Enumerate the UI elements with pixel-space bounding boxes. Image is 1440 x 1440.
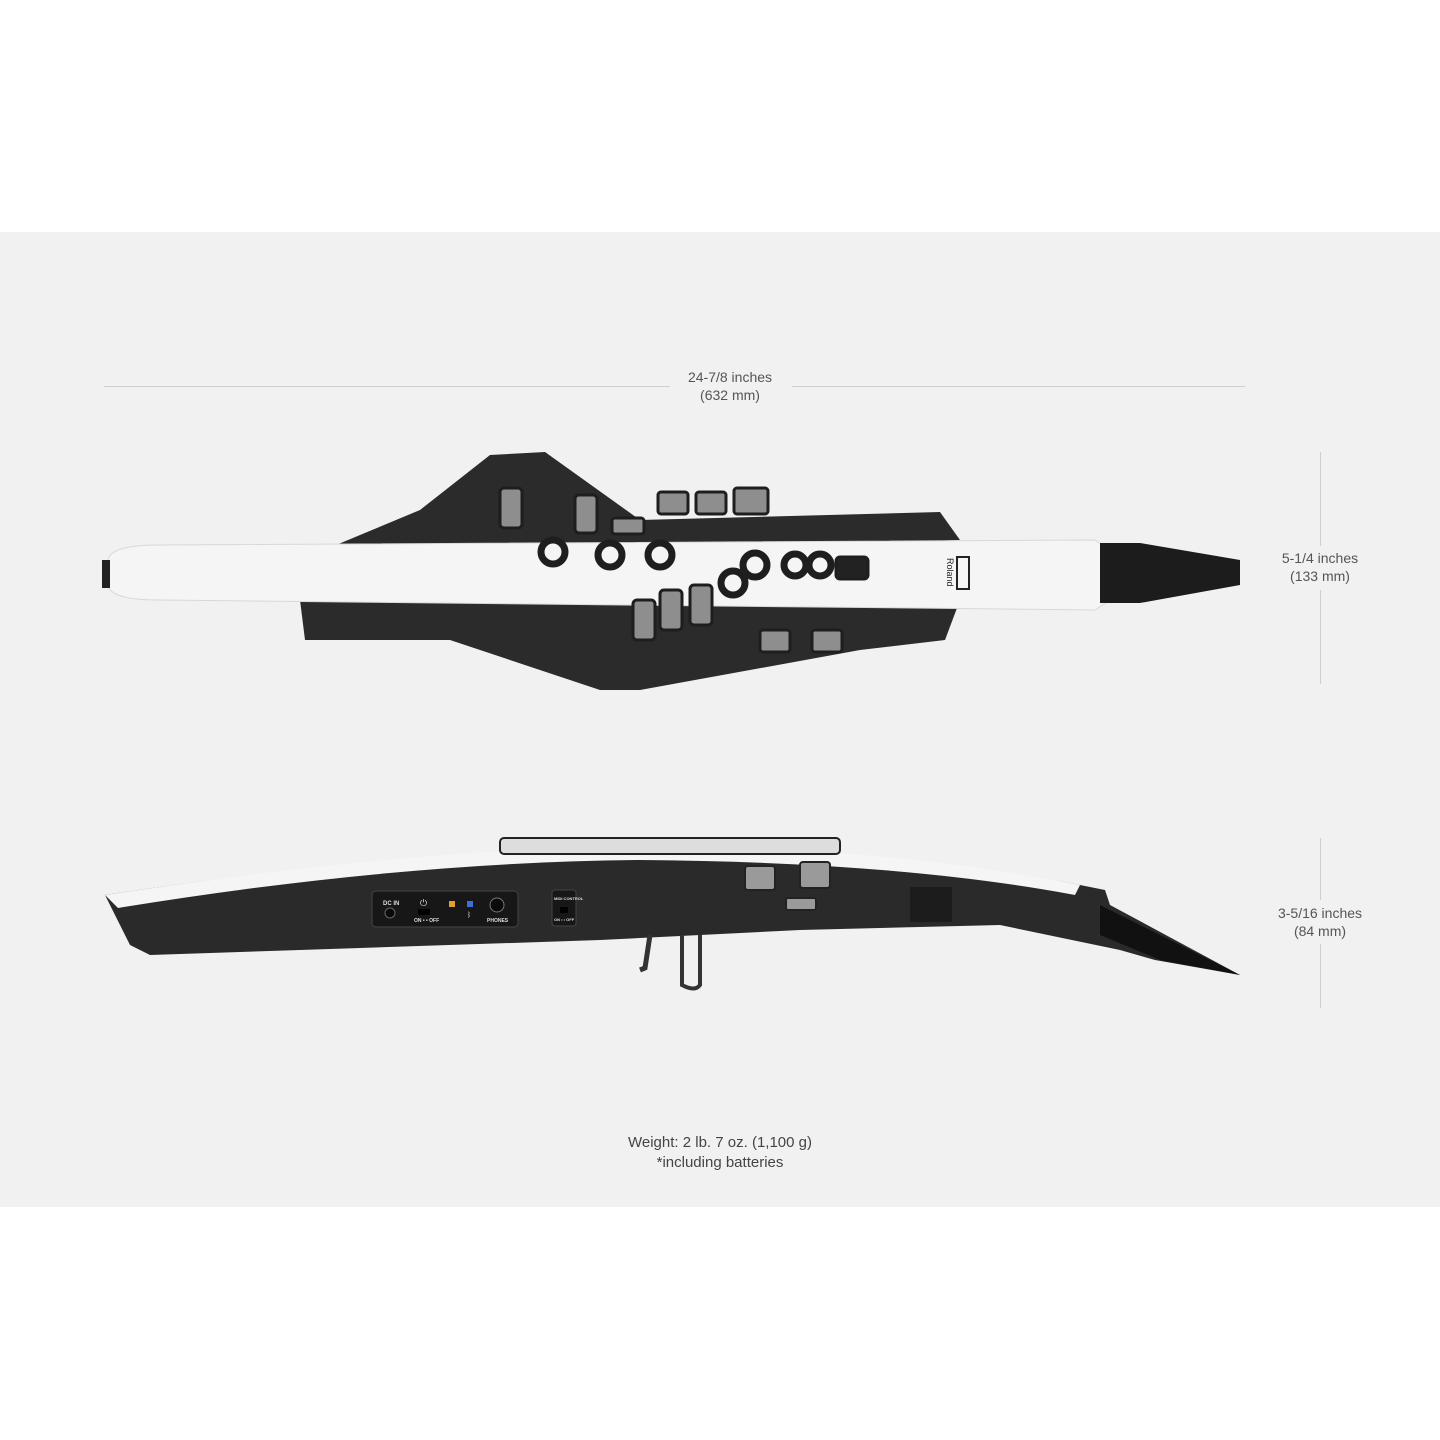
length-dimension-line <box>792 386 1245 387</box>
width-dimension-line <box>1320 590 1321 684</box>
side-view: DC IN ⏻ ON • • OFF ᛒ PHONES MIDI CONTROL… <box>105 837 1240 991</box>
bluetooth-icon: ᛒ <box>467 911 471 919</box>
side-body <box>105 850 1240 975</box>
midi-switch-label: ON • • OFF <box>554 917 575 922</box>
power-icon: ⏻ <box>420 898 427 908</box>
side-white-top <box>105 845 1080 908</box>
power-led <box>449 901 455 907</box>
end-cap <box>102 560 110 588</box>
top-view: Roland <box>102 452 1240 690</box>
tone-holes <box>537 536 835 599</box>
roland-logo: Roland <box>945 556 970 590</box>
height-dimension-line <box>1320 838 1321 900</box>
width-dimension-line <box>1320 452 1321 546</box>
power-switch-label: ON • • OFF <box>414 918 439 924</box>
bluetooth-led <box>467 901 473 907</box>
length-dimension-line <box>104 386 670 387</box>
midi-control-label: MIDI CONTROL <box>554 896 584 901</box>
mouthpiece <box>1100 543 1240 603</box>
midi-switch[interactable] <box>560 907 568 913</box>
side-mouthpiece <box>1100 905 1240 975</box>
length-label: 24-7/8 inches (632 mm) <box>630 368 830 404</box>
dc-in-label: DC IN <box>383 901 399 907</box>
roland-logo-text: Roland <box>945 558 955 587</box>
height-label: 3-5/16 inches (84 mm) <box>1250 904 1390 940</box>
width-imperial: 5-1/4 inches <box>1281 550 1359 566</box>
width-metric: (133 mm) <box>1290 568 1350 584</box>
weight-text: Weight: 2 lb. 7 oz. (1,100 g) <box>628 1134 812 1151</box>
dc-in-jack <box>384 907 396 919</box>
side-keys <box>499 837 841 911</box>
upper-frame <box>300 452 960 560</box>
main-body <box>107 539 1111 611</box>
length-metric: (632 mm) <box>700 387 760 403</box>
thumb-rest <box>639 934 653 973</box>
connector-panel <box>371 890 519 928</box>
phones-jack[interactable] <box>489 897 505 913</box>
weight-note: *including batteries <box>656 1154 784 1171</box>
power-switch[interactable] <box>418 909 430 915</box>
strap-hook <box>680 935 702 991</box>
phones-label: PHONES <box>487 918 509 924</box>
keys <box>498 486 870 654</box>
height-imperial: 3-5/16 inches <box>1277 905 1363 921</box>
length-imperial: 24-7/8 inches <box>687 369 773 385</box>
lower-frame <box>300 600 960 690</box>
weight-label: Weight: 2 lb. 7 oz. (1,100 g) *including… <box>520 1133 920 1173</box>
speaker-grille <box>910 887 952 922</box>
width-label: 5-1/4 inches (133 mm) <box>1250 549 1390 585</box>
background-panel <box>0 232 1440 1207</box>
height-metric: (84 mm) <box>1293 923 1347 939</box>
height-dimension-line <box>1320 944 1321 1008</box>
